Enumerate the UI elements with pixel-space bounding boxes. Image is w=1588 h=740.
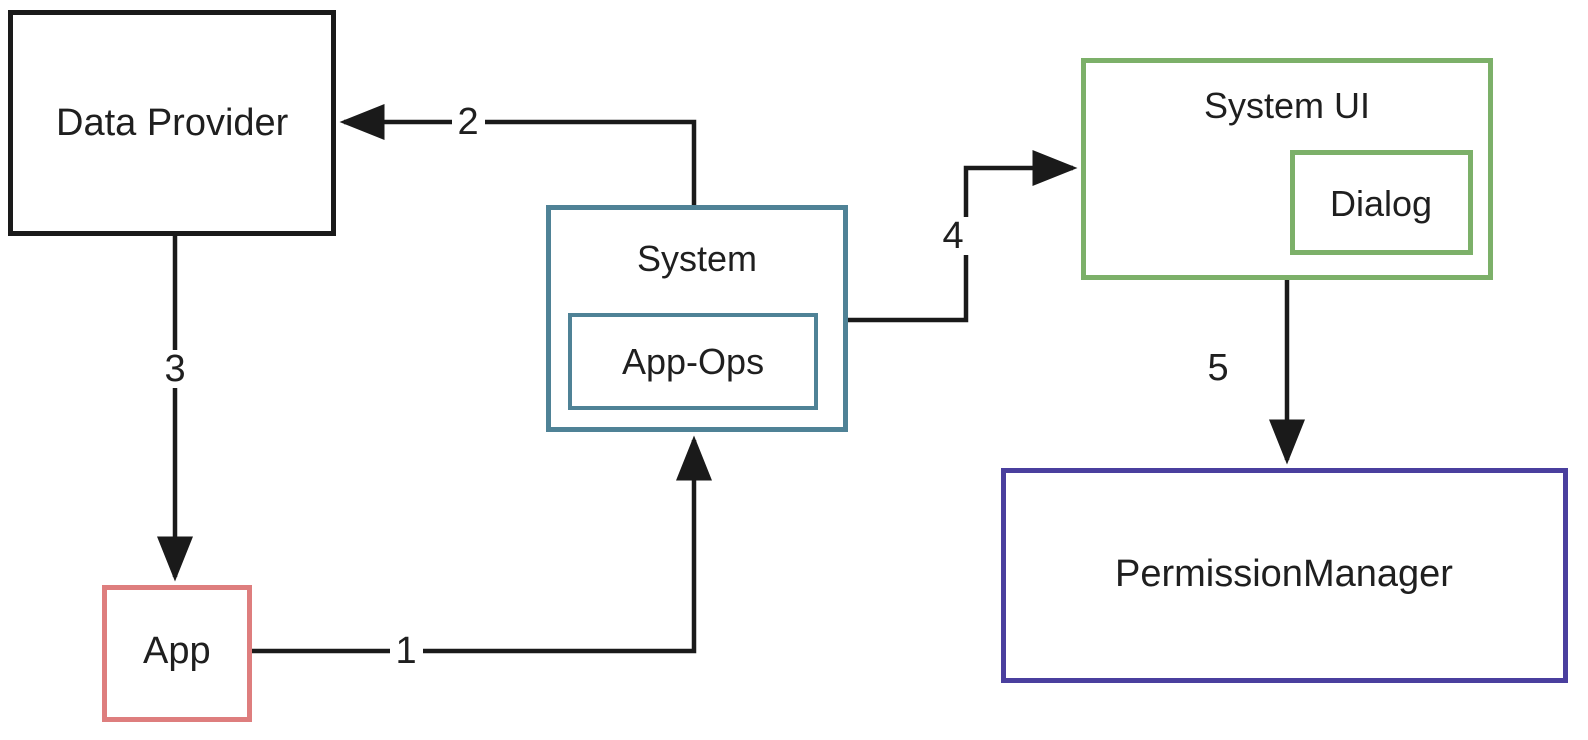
node-label-app-ops: App-Ops — [622, 341, 765, 382]
edge-label-5: 5 — [1201, 349, 1235, 387]
edge-label-2: 2 — [451, 103, 485, 141]
node-box-app-ops[interactable] — [568, 313, 818, 410]
node-label-system-ui: System UI — [1204, 85, 1371, 126]
node-label-data-provider: Data Provider — [56, 102, 289, 144]
edge-1[interactable] — [252, 435, 712, 654]
edge-label-1: 1 — [389, 632, 423, 670]
node-box-permission-manager[interactable] — [1001, 468, 1568, 683]
node-box-dialog[interactable] — [1290, 150, 1473, 255]
edge-2[interactable] — [339, 104, 697, 205]
edge-label-4: 4 — [936, 217, 970, 255]
nodes-layer — [8, 10, 1568, 722]
edge-label-3: 3 — [158, 350, 192, 388]
node-label-permission-manager: PermissionManager — [1115, 553, 1453, 595]
node-label-app: App — [143, 630, 211, 672]
node-box-app[interactable] — [102, 585, 252, 722]
node-box-data-provider[interactable] — [8, 10, 336, 236]
node-label-system: System — [637, 238, 758, 279]
node-label-dialog: Dialog — [1330, 183, 1433, 224]
